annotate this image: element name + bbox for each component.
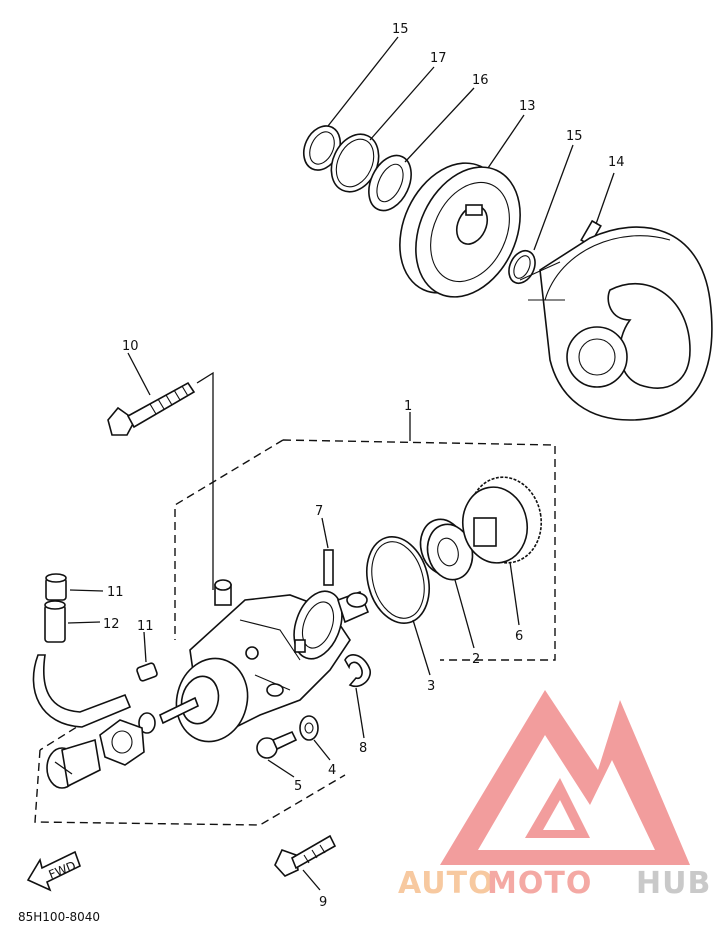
callout-9: 9 xyxy=(319,895,327,910)
callout-10: 10 xyxy=(122,339,139,354)
upper-assembly xyxy=(302,125,713,421)
callout-8: 8 xyxy=(359,741,367,756)
pin-7 xyxy=(321,517,334,586)
callout-6: 6 xyxy=(515,629,523,644)
callout-14: 14 xyxy=(608,155,625,170)
part-code: 85H100-8040 xyxy=(18,910,100,924)
cap-11-lower xyxy=(136,631,158,682)
callout-16: 16 xyxy=(472,73,489,88)
callout-2: 2 xyxy=(472,652,480,667)
callout-12: 12 xyxy=(103,617,120,632)
crank-cover xyxy=(519,226,713,421)
callout-11-lower: 11 xyxy=(137,619,154,634)
pulley-13 xyxy=(399,162,521,298)
callout-15-lower: 15 xyxy=(566,129,583,144)
watermark-moto: MOTO xyxy=(487,866,592,901)
callout-17: 17 xyxy=(430,51,447,66)
bearing-2 xyxy=(419,518,475,649)
fwd-label: FWD xyxy=(47,858,78,881)
bolt-10 xyxy=(107,352,214,590)
washer-4 xyxy=(299,715,331,761)
oil-pump-body xyxy=(158,579,370,743)
oring-3 xyxy=(366,535,431,676)
watermark-hub: HUB xyxy=(636,866,711,901)
circlip-15-lower xyxy=(508,249,536,285)
callout-1: 1 xyxy=(404,399,412,414)
watermark-logo xyxy=(440,690,690,865)
fwd-arrow: FWD xyxy=(26,850,81,892)
watermark-text: AUTO MOTO HUB xyxy=(398,866,711,901)
callout-5: 5 xyxy=(294,779,302,794)
callout-13: 13 xyxy=(519,99,536,114)
washer-16 xyxy=(368,154,412,212)
clip-8 xyxy=(344,654,371,739)
callout-4: 4 xyxy=(328,763,336,778)
cap-11-upper xyxy=(45,573,104,601)
gear-6 xyxy=(462,476,543,626)
callout-15-upper: 15 xyxy=(392,22,409,37)
callout-3: 3 xyxy=(427,679,435,694)
hose-12 xyxy=(32,600,132,728)
callout-7: 7 xyxy=(315,504,323,519)
banjo-bolt xyxy=(46,738,101,789)
bolt-9 xyxy=(274,834,337,891)
watermark-auto: AUTO xyxy=(398,866,495,901)
screw-5 xyxy=(256,730,298,778)
upper-leaders xyxy=(327,36,615,251)
callout-11-upper: 11 xyxy=(107,585,124,600)
nut-and-washer xyxy=(99,712,156,766)
